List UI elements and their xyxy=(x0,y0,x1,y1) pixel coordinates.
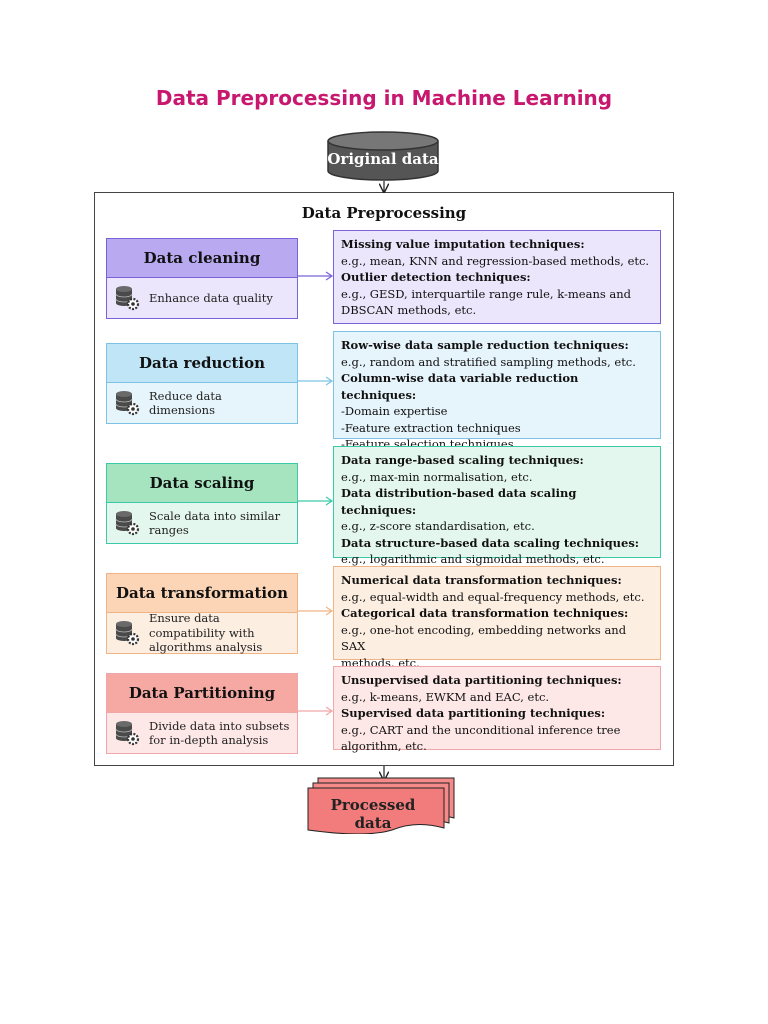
technique-example: e.g., logarithmic and sigmoidal methods,… xyxy=(341,552,605,566)
stage-name: Data Partitioning xyxy=(107,674,297,713)
stage-name: Data reduction xyxy=(107,344,297,383)
technique-heading: Unsupervised data partitioning technique… xyxy=(341,673,622,687)
technique-example: e.g., max-min normalisation, etc. xyxy=(341,469,533,484)
technique-heading: Column-wise data variable reduction tech… xyxy=(341,371,579,402)
technique-example: e.g., CART and the unconditional inferen… xyxy=(341,722,621,737)
stage-description: Ensure data compatibility with algorithm… xyxy=(107,611,297,655)
technique-heading: Row-wise data sample reduction technique… xyxy=(341,338,629,352)
technique-heading: Missing value imputation techniques: xyxy=(341,237,585,251)
database-gear-icon xyxy=(115,621,140,646)
original-data-label: Original data xyxy=(327,150,439,168)
stage-description: Reduce data dimensions xyxy=(107,383,297,423)
preprocessing-title: Data Preprocessing xyxy=(301,204,467,222)
technique-example: e.g., mean, KNN and regression-based met… xyxy=(341,253,650,268)
processed-data-icon xyxy=(307,777,455,834)
database-gear-icon xyxy=(115,391,140,416)
database-gear-icon xyxy=(115,721,140,746)
stage-description: Divide data into subsets for in-depth an… xyxy=(107,713,297,753)
database-cylinder-icon xyxy=(327,131,439,181)
technique-heading: Data distribution-based data scaling tec… xyxy=(341,486,577,517)
page-title: Data Preprocessing in Machine Learning xyxy=(155,86,613,110)
technique-example: e.g., random and stratified sampling met… xyxy=(341,354,636,369)
technique-example: e.g., one-hot encoding, embedding networ… xyxy=(341,622,627,654)
technique-example: DBSCAN methods, etc. xyxy=(341,303,477,317)
stage-description-text: Enhance data quality xyxy=(149,290,273,305)
stage-description: Scale data into similar ranges xyxy=(107,503,297,543)
stage-name: Data cleaning xyxy=(107,239,297,278)
technique-heading: Data structure-based data scaling techni… xyxy=(341,535,640,550)
technique-example: -Feature extraction techniques xyxy=(341,420,521,435)
technique-heading: Supervised data partitioning techniques: xyxy=(341,706,606,720)
technique-box: Numerical data transformation techniques… xyxy=(333,566,661,670)
technique-heading: Outlier detection techniques: xyxy=(341,270,531,284)
technique-example: e.g., equal-width and equal-frequency me… xyxy=(341,589,645,604)
database-gear-icon xyxy=(115,286,140,311)
stage-description-text: Divide data into subsets for in-depth an… xyxy=(149,718,290,747)
technique-example: e.g., GESD, interquartile range rule, k-… xyxy=(341,286,632,301)
technique-box: Missing value imputation techniques: e.g.… xyxy=(333,230,661,324)
technique-heading: Data range-based scaling techniques: xyxy=(341,453,584,467)
stage-description-text: Reduce data dimensions xyxy=(149,388,222,417)
technique-box: Data range-based scaling techniques: e.g.… xyxy=(333,446,661,566)
technique-example: e.g., k-means, EWKM and EAC, etc. xyxy=(341,689,550,704)
technique-heading: Categorical data transformation techniqu… xyxy=(341,606,629,620)
technique-box: Unsupervised data partitioning technique… xyxy=(333,666,661,753)
technique-example: e.g., z-score standardisation, etc. xyxy=(341,519,535,533)
processed-data-label: Processed data xyxy=(330,796,416,832)
stage-description-text: Scale data into similar ranges xyxy=(149,508,281,537)
technique-example: algorithm, etc. xyxy=(341,739,427,753)
stage-name: Data scaling xyxy=(107,464,297,503)
stage-name: Data transformation xyxy=(107,574,297,613)
database-gear-icon xyxy=(115,511,140,536)
stage-description: Enhance data quality xyxy=(107,278,297,318)
stage-description-text: Ensure data compatibility with algorithm… xyxy=(149,611,263,655)
technique-box: Row-wise data sample reduction technique… xyxy=(333,331,661,451)
technique-heading: Numerical data transformation techniques… xyxy=(341,573,622,587)
technique-example: -Domain expertise xyxy=(341,404,448,418)
